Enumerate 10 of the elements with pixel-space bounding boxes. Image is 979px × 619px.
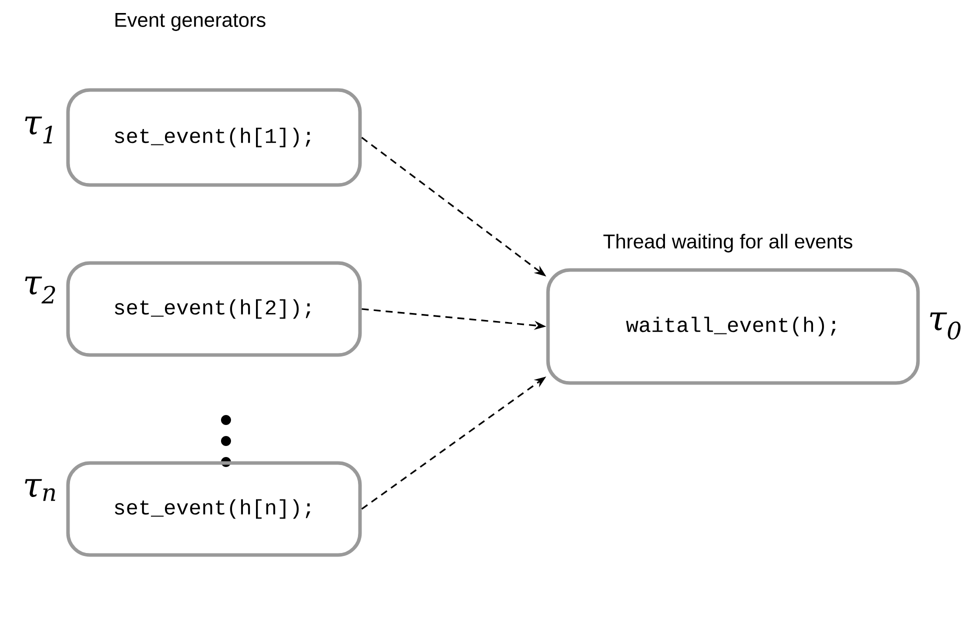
thread-label: τ$_{1}$: [25, 116, 52, 144]
code-box: set_event(h[1]);: [66, 88, 362, 187]
code-box: set_event(h[2]);: [66, 261, 362, 357]
code-box: set_event(h[n]);: [66, 461, 362, 557]
thread-label: τ$_{2}$: [25, 276, 56, 304]
thread-label: τ$_{n}$: [24, 479, 56, 501]
heading: Event generators: [116, 13, 266, 31]
code-box: waitall_event(h);: [546, 268, 920, 385]
heading: Thread waiting for all events: [603, 234, 852, 252]
thread-label: τ$_{0}$: [930, 312, 961, 340]
